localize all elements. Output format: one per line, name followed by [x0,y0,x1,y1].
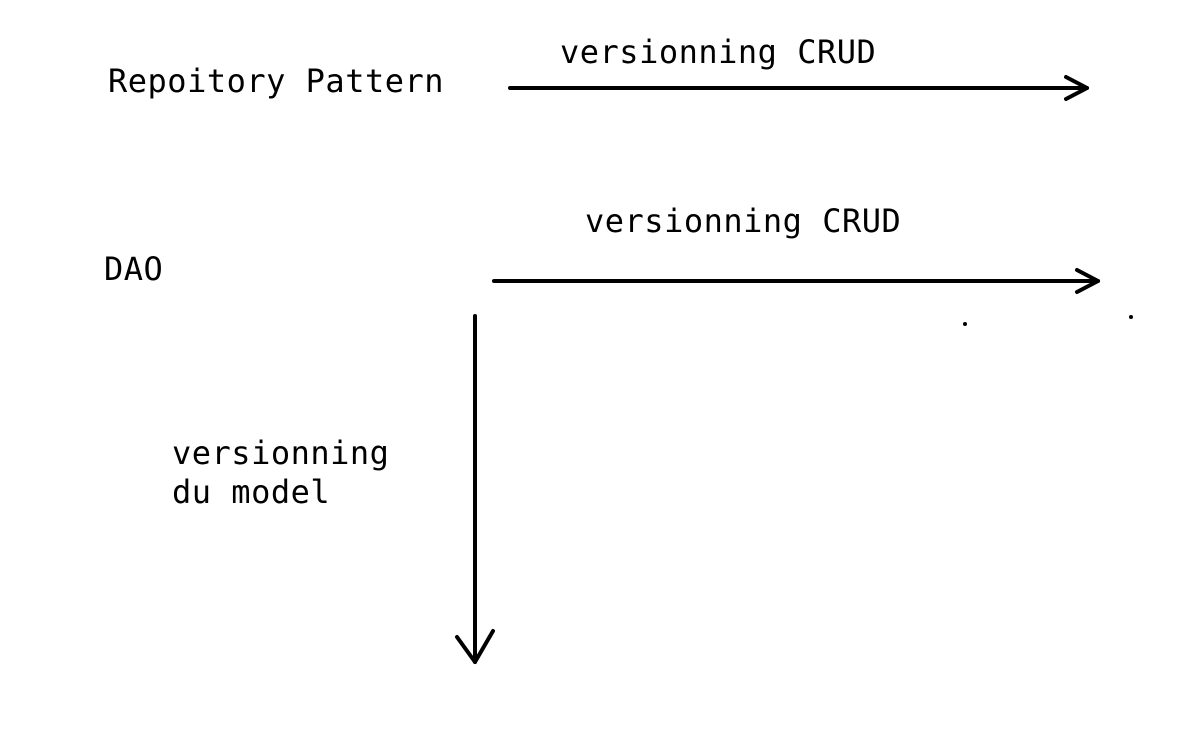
edge-label-model-line1: versionning [172,434,390,472]
stray-dot-2 [1129,315,1133,319]
arrow-dao-model [455,314,495,664]
edge-label-repository-crud: versionning CRUD [560,33,877,71]
edge-label-model-line2: du model [172,473,331,511]
stray-dot-1 [963,322,967,326]
node-repository-pattern: Repoitory Pattern [108,62,445,100]
arrow-dao-crud [492,268,1100,294]
edge-label-dao-crud: versionning CRUD [585,202,902,240]
node-dao: DAO [104,250,164,288]
arrow-repository-crud [508,75,1089,101]
